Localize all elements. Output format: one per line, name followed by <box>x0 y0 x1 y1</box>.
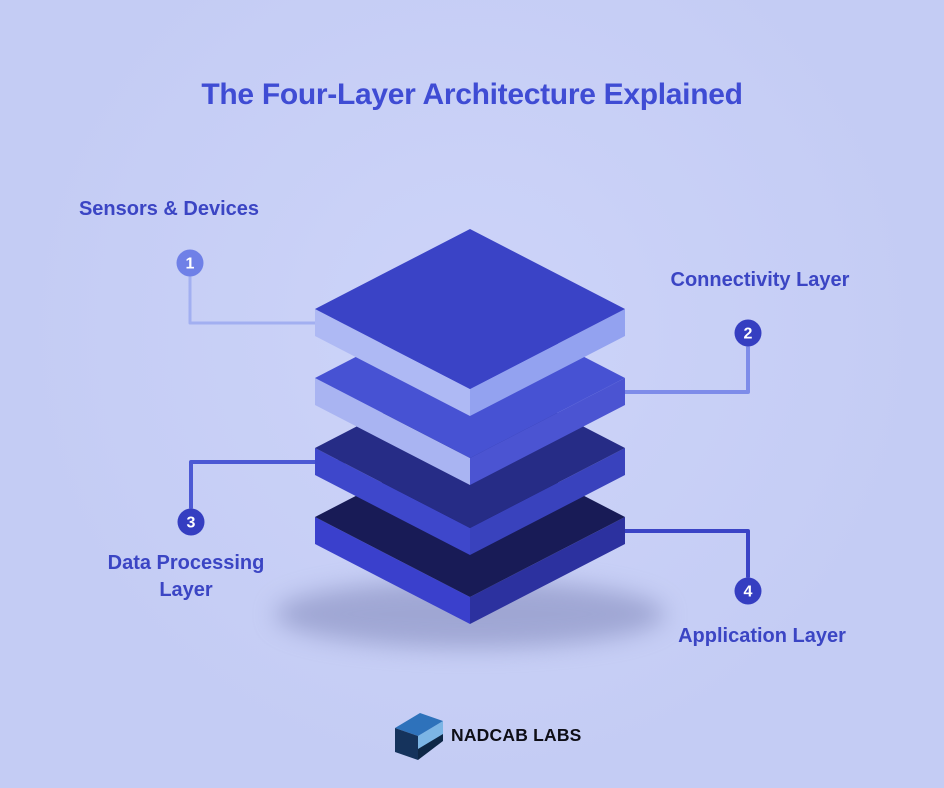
connector-line-3 <box>189 460 345 509</box>
step-marker-2: 2 <box>734 319 762 347</box>
connector-line-1 <box>188 276 345 325</box>
page-title: The Four-Layer Architecture Explained <box>201 78 743 111</box>
connector-line-4 <box>607 529 750 578</box>
step-marker-4: 4 <box>734 577 762 605</box>
connector-line-2 <box>607 346 750 394</box>
layer-1-slab <box>315 229 625 416</box>
step-marker-3: 3 <box>177 508 205 536</box>
label-sensors-devices: Sensors & Devices <box>78 198 260 220</box>
nadcab-logo-text: NADCAB LABS <box>451 724 582 745</box>
label-connectivity-layer: Connectivity Layer <box>670 269 850 291</box>
nadcab-labs-logo: NADCAB LABS <box>393 710 582 760</box>
step-number-2: 2 <box>744 326 753 343</box>
step-number-3: 3 <box>187 515 196 532</box>
label-application-layer: Application Layer <box>678 625 846 647</box>
nadcab-logo-icon <box>395 713 443 760</box>
label-data-processing-layer: Data Processing Layer <box>107 552 265 601</box>
step-number-1: 1 <box>186 256 195 273</box>
step-marker-1: 1 <box>176 249 204 277</box>
step-number-4: 4 <box>744 584 753 601</box>
